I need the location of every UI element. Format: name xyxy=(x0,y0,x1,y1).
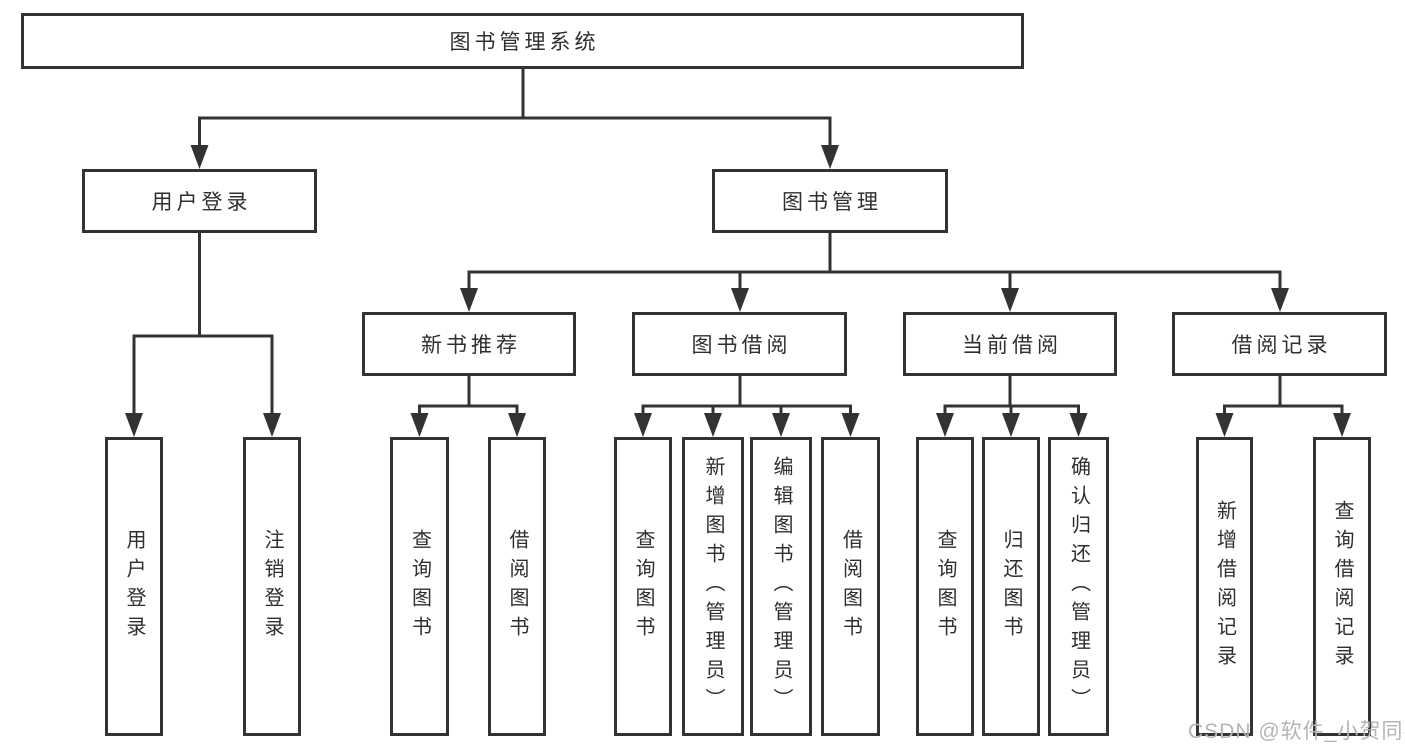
connector-root-to-level2 xyxy=(198,69,832,147)
leaf-query-borrow-record: 查询借阅记录 xyxy=(1313,437,1371,736)
node-user-login: 用户登录 xyxy=(82,169,317,233)
leaf-query-books-recommend: 查询图书 xyxy=(390,437,449,736)
leaf-query-books-current: 查询图书 xyxy=(916,437,974,736)
connector-mgmt-to-level3 xyxy=(467,233,1282,290)
connector-records-to-leaves xyxy=(1223,376,1344,415)
csdn-watermark: CSDN @软件_小贺同学 xyxy=(1188,720,1405,743)
leaf-edit-books-admin: 编辑图书（管理员） xyxy=(750,437,812,736)
leaf-add-books-admin: 新增图书（管理员） xyxy=(682,437,744,736)
connector-borrow-to-leaves xyxy=(641,376,852,415)
node-book-management: 图书管理 xyxy=(712,169,948,233)
leaf-user-login: 用户登录 xyxy=(105,437,163,736)
node-library-management-system: 图书管理系统 xyxy=(21,13,1024,69)
leaf-logout: 注销登录 xyxy=(243,437,301,736)
connector-newbook-to-leaves xyxy=(418,376,519,415)
leaf-confirm-return-admin: 确认归还（管理员） xyxy=(1048,437,1109,736)
node-borrowing-records: 借阅记录 xyxy=(1172,312,1387,376)
node-book-borrowing: 图书借阅 xyxy=(632,312,847,376)
leaf-borrow-books-borrowing: 借阅图书 xyxy=(821,437,880,736)
leaf-add-borrow-record: 新增借阅记录 xyxy=(1196,437,1253,736)
node-current-borrowing: 当前借阅 xyxy=(903,312,1117,376)
connector-login-to-leaves xyxy=(132,233,274,415)
node-new-book-recommendation: 新书推荐 xyxy=(362,312,576,376)
connector-current-to-leaves xyxy=(943,376,1080,415)
leaf-borrow-books-recommend: 借阅图书 xyxy=(488,437,546,736)
leaf-query-books-borrowing: 查询图书 xyxy=(614,437,672,736)
leaf-return-books: 归还图书 xyxy=(982,437,1040,736)
